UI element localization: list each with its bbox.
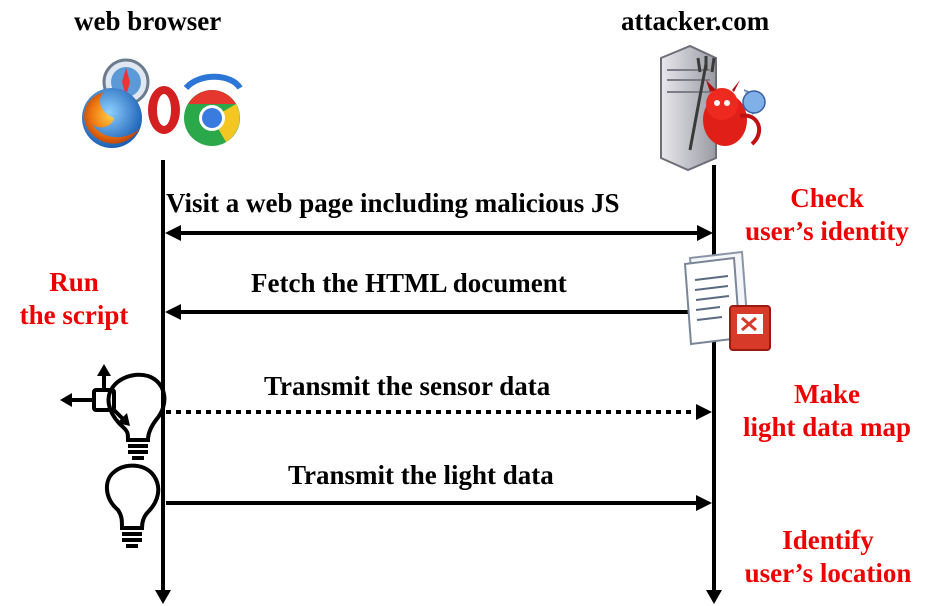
note-identify-location-line2: user’s location <box>744 557 912 588</box>
server-lifeline-arrowhead <box>706 590 722 604</box>
lightbulb-icon-2 <box>105 463 161 548</box>
note-run-script-line2: the script <box>19 299 129 330</box>
message-4-label: Transmit the light data <box>288 460 554 490</box>
devil-server-icon <box>660 44 766 172</box>
message-1-arrowhead-left <box>165 225 181 241</box>
actor-browser-label: web browser <box>74 6 222 36</box>
message-3-label: Transmit the sensor data <box>264 371 551 401</box>
note-run-script: Run the script <box>4 266 144 332</box>
note-make-map: Make light data map <box>722 378 932 444</box>
move-arrows-icon <box>68 374 126 422</box>
note-make-map-line2: light data map <box>742 411 912 442</box>
note-make-map-line1: Make <box>794 379 860 409</box>
note-identify-location: Identify user’s location <box>724 524 932 590</box>
message-4-arrowhead <box>696 495 712 511</box>
browser-logos-icon <box>82 58 243 148</box>
note-run-script-line1: Run <box>49 267 99 297</box>
browser-lifeline-arrowhead <box>155 590 171 604</box>
note-identify-location-line1: Identify <box>782 525 874 555</box>
message-3-arrowhead <box>696 404 712 420</box>
message-2-arrowhead <box>165 304 181 320</box>
lightbulb-icon <box>106 372 167 460</box>
actor-server-label: attacker.com <box>621 6 770 36</box>
note-check-identity-line2: user’s identity <box>745 215 909 246</box>
note-check-identity: Check user’s identity <box>724 182 930 248</box>
message-2-label: Fetch the HTML document <box>251 268 567 298</box>
note-check-identity-line1: Check <box>790 183 864 213</box>
message-1-arrowhead-right <box>697 225 713 241</box>
message-1-label: Visit a web page including malicious JS <box>166 188 620 218</box>
html-document-icon <box>683 250 771 351</box>
